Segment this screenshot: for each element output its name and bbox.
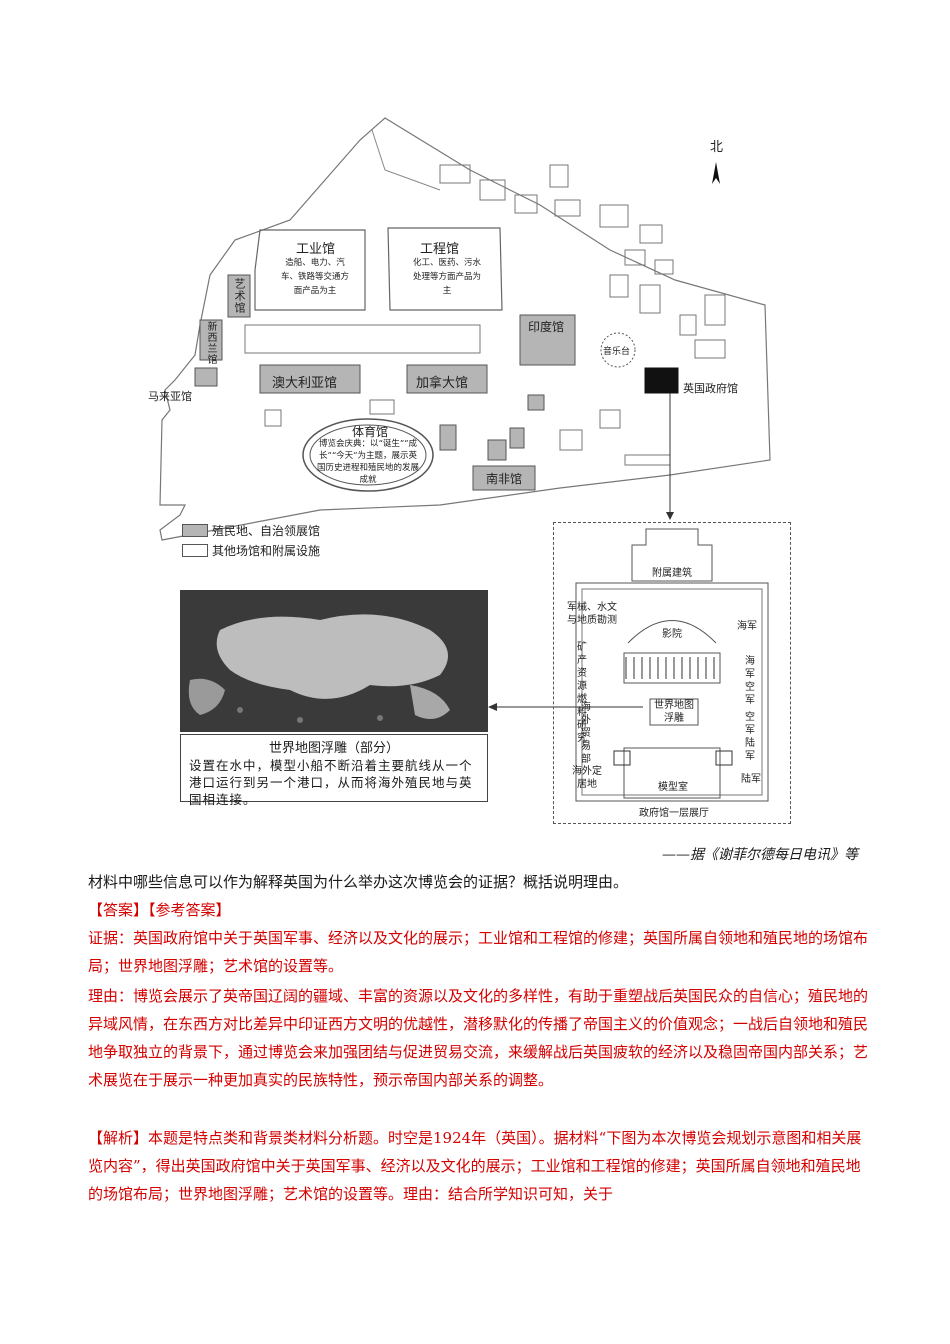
- floorplan: 附属建筑 军械、水文与地质勘测 矿产资源燃料研究 影院 海军 海军空军 空军陆军…: [553, 522, 791, 824]
- legend-colony-swatch: [182, 524, 208, 537]
- canada-hall-label: 加拿大馆: [416, 376, 469, 391]
- stadium-label: 体育馆: [352, 425, 389, 439]
- relief-photo: [180, 590, 488, 732]
- floorplan-drawing: [575, 528, 769, 802]
- answer-header: 【答案】【参考答案】: [88, 901, 231, 919]
- relief-arrow: [488, 703, 643, 711]
- fp-caption: 政府馆一层展厅: [639, 808, 709, 819]
- fp-settlement-label: 海外定居地: [572, 766, 602, 790]
- reason-paragraph: 理由：博览会展示了英帝国辽阔的疆域、丰富的资源以及文化的多样性，有助于重塑战后英…: [88, 987, 869, 1089]
- relief-description: 设置在水中，模型小船不断沿着主要航线从一个港口运行到另一个港口，从而将海外殖民地…: [189, 758, 473, 807]
- fp-world-map-label: 世界地图浮雕: [654, 700, 694, 724]
- evidence-paragraph: 证据：英国政府馆中关于英国军事、经济以及文化的展示；工业馆和工程馆的修建；英国所…: [88, 929, 869, 975]
- map-drawing: [159, 117, 771, 541]
- industry-hall-label: 工业馆: [296, 242, 336, 257]
- legend-other-label: 其他场馆和附属设施: [212, 544, 321, 558]
- analysis-paragraph: 【解析】本题是特点类和背景类材料分析题。时空是1924年（英国）。据材料“下图为…: [88, 1129, 862, 1203]
- legend-other-swatch: [182, 544, 208, 557]
- fp-navy-air-label: 海军空军: [745, 656, 755, 706]
- question: 材料中哪些信息可以作为解释英国为什么举办这次博览会的证据？概括说明理由。: [88, 873, 629, 891]
- legend-colony-label: 殖民地、自治领展馆: [212, 524, 321, 538]
- engineering-hall-label: 工程馆: [420, 242, 460, 257]
- north-label: 北: [710, 140, 724, 155]
- fp-military-label: 军械、水文与地质勘测: [567, 602, 617, 626]
- relief-caption-box: 世界地图浮雕（部分） 设置在水中，模型小船不断沿着主要航线从一个港口运行到另一个…: [180, 734, 488, 807]
- fp-air-army-label: 空军陆军: [745, 712, 755, 762]
- india-hall-label: 印度馆: [528, 320, 565, 334]
- relief-photo-drawing: [180, 590, 488, 732]
- source-citation: ——据《谢菲尔德每日电讯》等: [662, 847, 858, 863]
- engineering-hall-desc: 化工、医药、污水处理等方面产品为主: [412, 258, 481, 296]
- fp-mineral-label: 矿产资源燃料研究: [577, 642, 587, 744]
- industry-hall-desc: 造船、电力、汽车、铁路等交通方面产品为主: [280, 258, 349, 296]
- malaya-hall-label: 马来亚馆: [148, 390, 192, 403]
- fp-cinema-label: 影院: [662, 629, 682, 640]
- australia-hall-label: 澳大利亚馆: [272, 376, 338, 391]
- bandstand-label: 音乐台: [603, 347, 631, 357]
- exhibition-map: 北 工业馆 造船、电力、汽车、铁路等交通方面产品为主 工程馆 化工、医药、污水处…: [140, 110, 810, 560]
- new-zealand-hall-label: 新西兰馆: [205, 321, 216, 365]
- south-africa-hall-label: 南非馆: [486, 472, 523, 486]
- stadium-desc: 博览会庆典：以“诞生”“成长”“今天”为主题，展示英国历史进程和殖民地的发展成就: [316, 439, 419, 485]
- uk-gov-hall-label: 英国政府馆: [683, 382, 738, 395]
- fp-army-label: 陆军: [741, 774, 761, 785]
- fp-navy-label: 海军: [737, 621, 757, 632]
- art-hall-label: 艺术馆: [233, 278, 246, 314]
- fp-annex-label: 附属建筑: [652, 568, 692, 579]
- fp-overseas-trade-label: 海外贸易部: [581, 702, 591, 765]
- fp-model-room-label: 模型室: [658, 782, 688, 793]
- relief-title: 世界地图浮雕（部分）: [268, 741, 399, 756]
